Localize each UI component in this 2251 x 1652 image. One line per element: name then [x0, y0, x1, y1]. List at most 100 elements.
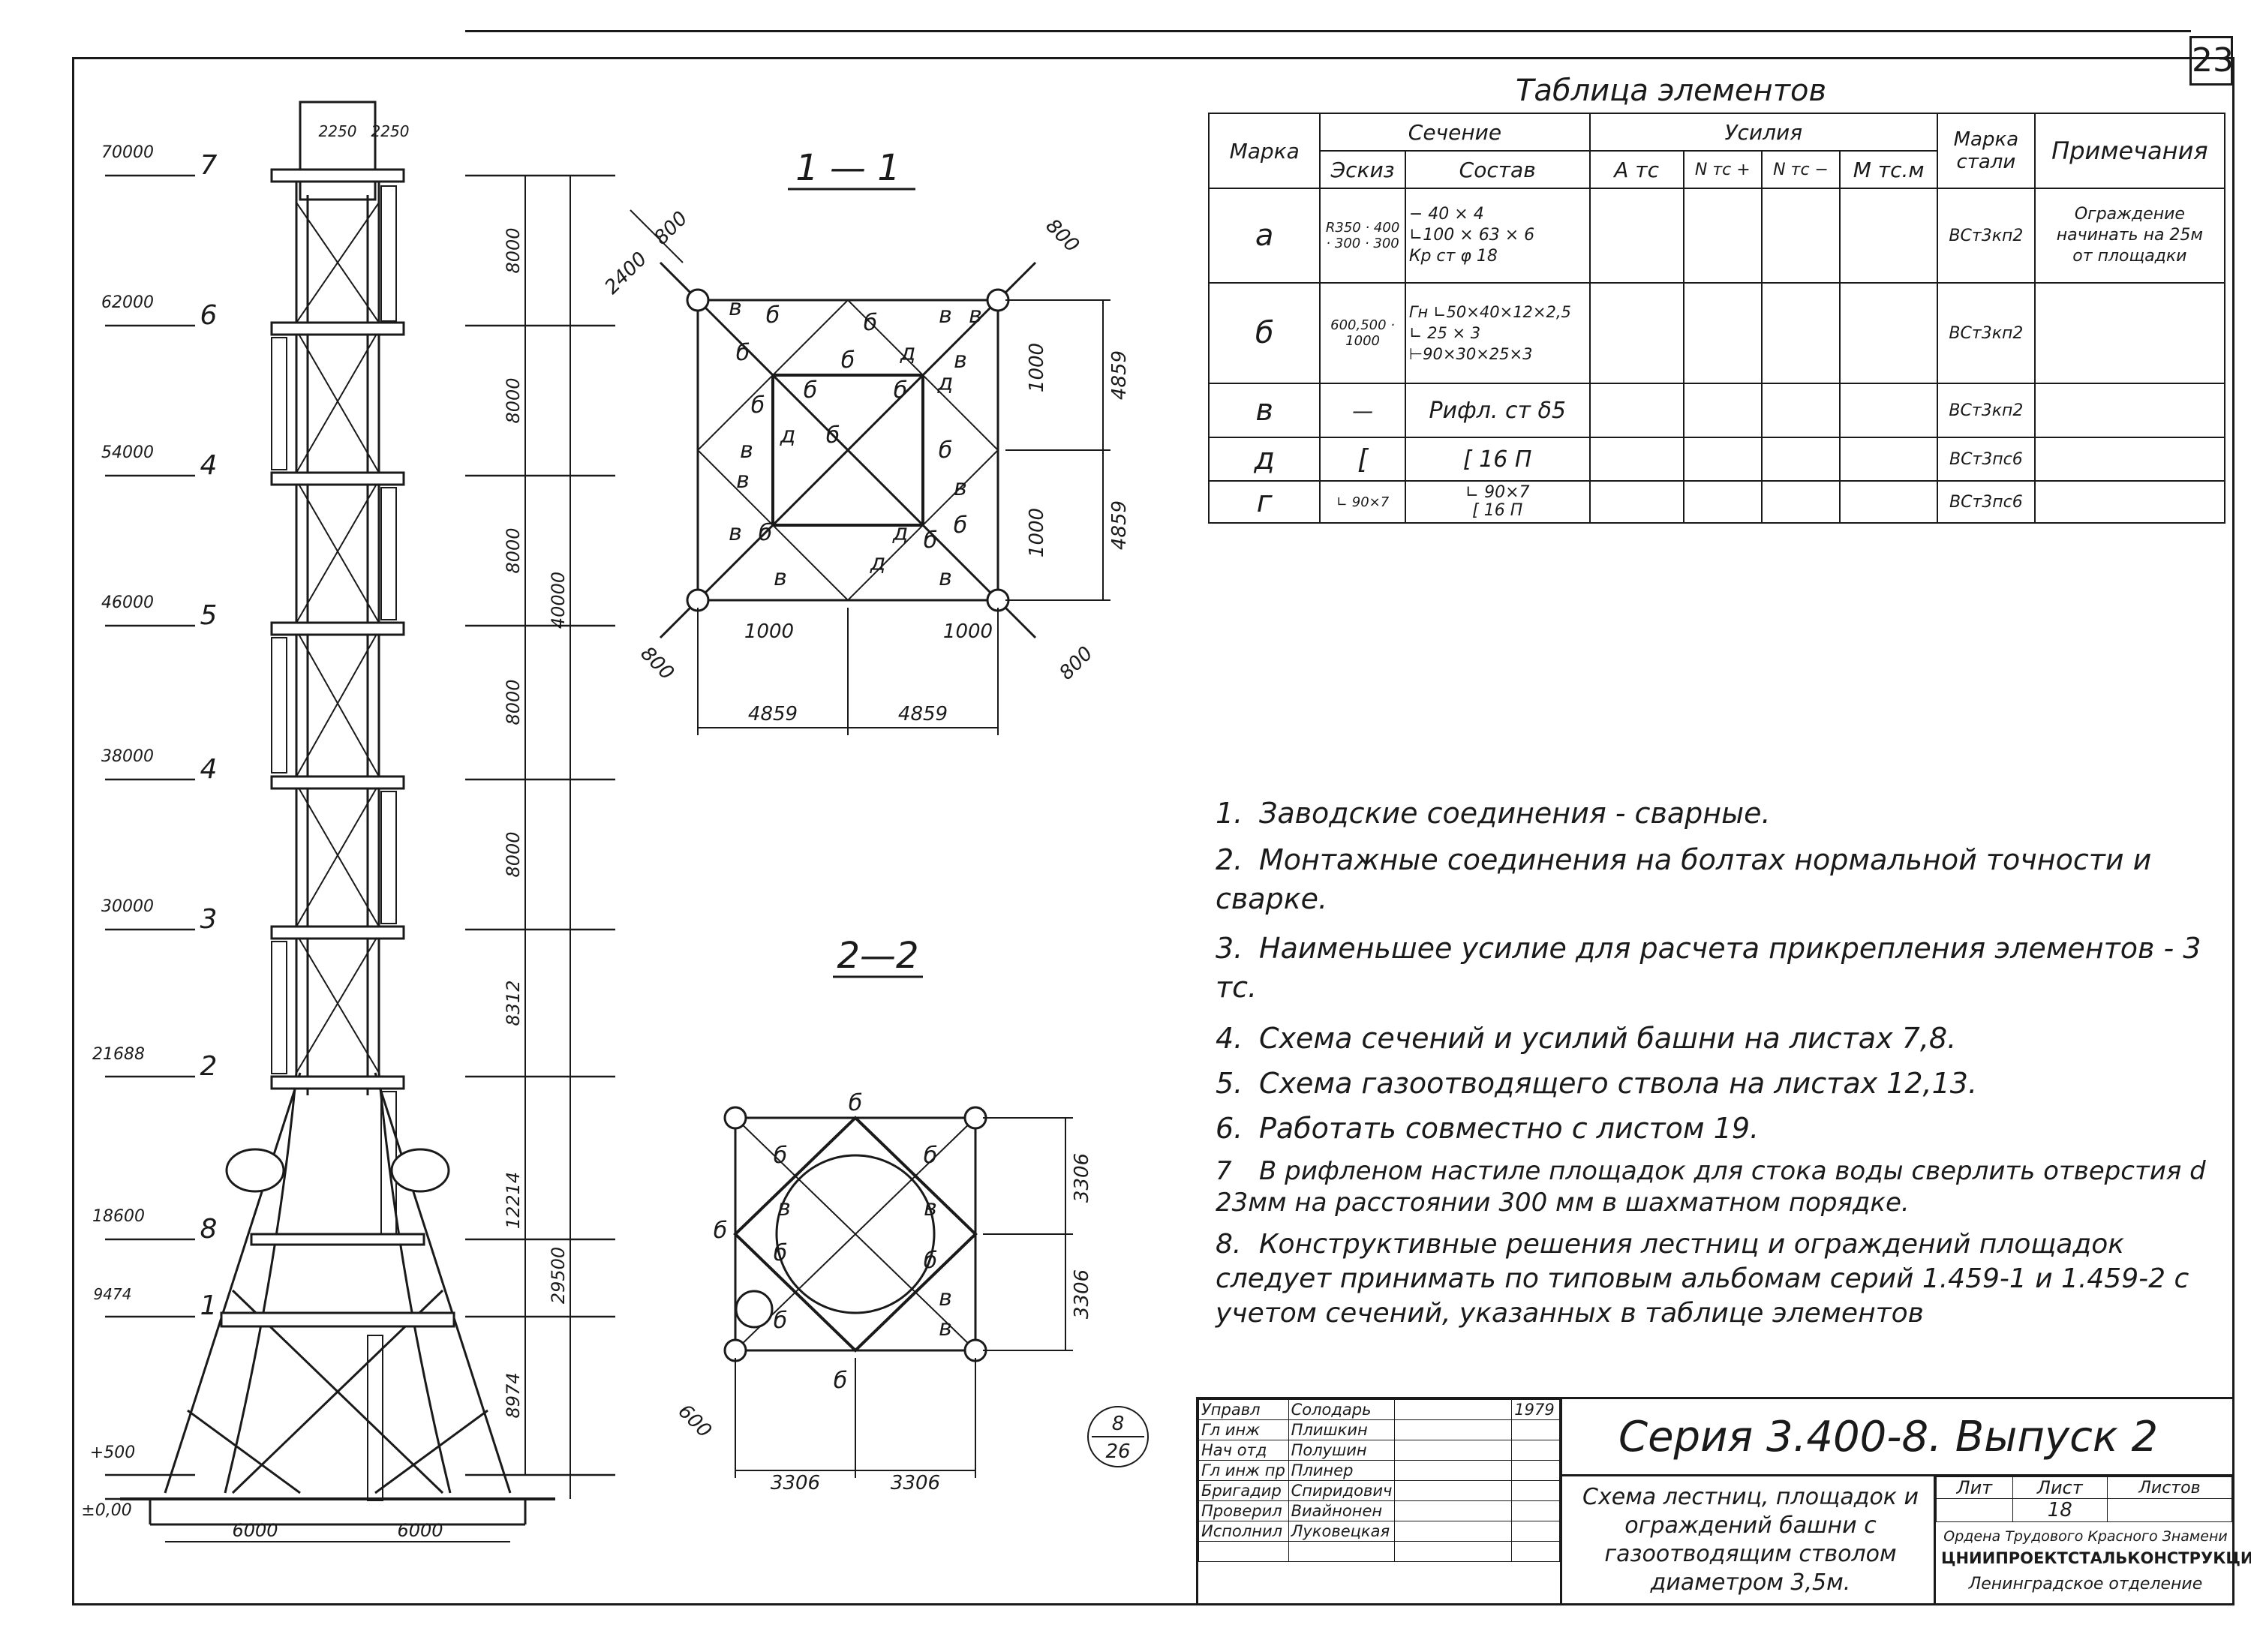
- row-a-mark: а: [1207, 188, 1321, 284]
- elev-9474: 9474: [94, 1285, 132, 1303]
- name-1: Плишкин: [1288, 1419, 1396, 1440]
- stamp-year: 1979: [1511, 1399, 1560, 1420]
- s1-mark-20: д: [892, 520, 909, 546]
- row-d-mark: д: [1207, 437, 1321, 482]
- s1-mark-16: б: [939, 437, 953, 464]
- elev-70000: 70000: [101, 143, 154, 162]
- s1-dim-4859b: 4859: [1108, 500, 1131, 550]
- s2-mark-4: в: [777, 1195, 791, 1221]
- role-5: Проверил: [1198, 1500, 1289, 1521]
- s2-dim-3306d: 3306: [1071, 1269, 1093, 1319]
- org-line-2: ЦНИИПРОЕКТСТАЛЬКОНСТРУКЦИЯ: [1941, 1549, 2251, 1567]
- note-2: 2.Монтажные соединения на болтах нормаль…: [1216, 843, 2152, 915]
- base-width-right: 6000: [397, 1520, 443, 1541]
- row-d-comp: [ 16 П: [1404, 437, 1591, 482]
- s1-mark-1: б: [766, 302, 780, 329]
- s1-dim-1000b: 1000: [1026, 508, 1048, 557]
- s1-mark-5: б: [736, 340, 750, 366]
- sheet-value: 18: [2012, 1498, 2108, 1522]
- elev-500: +500: [90, 1443, 135, 1462]
- s1-mark-17: в: [729, 520, 742, 546]
- s2-mark-2: б: [924, 1143, 938, 1169]
- role-0: Управл: [1198, 1399, 1289, 1420]
- s2-mark-6: б: [774, 1240, 788, 1266]
- hdr-forces: Усилия: [1588, 113, 1939, 152]
- row-g-comp-1: ∟ 90×7: [1465, 483, 1530, 502]
- height-1: 8000: [503, 227, 524, 273]
- s1-mark-7: в: [954, 347, 967, 374]
- note-8: 8.Конструктивные решения лестниц и ограж…: [1216, 1229, 2189, 1329]
- row-b-sketch: 600,500 · 1000: [1319, 282, 1406, 384]
- sheet-ref-top: 8: [1112, 1413, 1125, 1435]
- s2-mark-10: в: [939, 1315, 952, 1341]
- hdr-composition: Состав: [1404, 150, 1591, 189]
- role-4: Бригадир: [1198, 1480, 1289, 1501]
- s1-dim-800b: 800: [1041, 215, 1083, 257]
- section-mark-8: 8: [200, 1214, 218, 1245]
- row-b-mark: б: [1207, 282, 1321, 384]
- s1-mark-22: б: [954, 512, 968, 539]
- s2-mark-7: б: [924, 1248, 938, 1274]
- elev-46000: 46000: [101, 593, 154, 612]
- role-2: Нач отд: [1198, 1440, 1289, 1461]
- s1-dim-2400: 2400: [600, 248, 651, 299]
- sheet-label: Лист: [2012, 1476, 2108, 1499]
- height-6: 8312: [503, 980, 524, 1026]
- s1-mark-11: б: [894, 377, 908, 404]
- hdr-m: М тс.м: [1839, 150, 1938, 189]
- s1-dim-1000c: 1000: [744, 620, 794, 643]
- row-v-mark: в: [1207, 383, 1321, 438]
- section-mark-1: 1: [200, 1290, 218, 1321]
- row-b-comp-3: ⊢90×30×25×3: [1408, 345, 1533, 363]
- s1-dim-800c: 800: [636, 642, 678, 684]
- row-a-note-2: начинать на 25м: [2056, 226, 2204, 245]
- s2-mark-0: б: [849, 1090, 863, 1116]
- elev-18600: 18600: [92, 1207, 145, 1226]
- s1-mark-25: б: [826, 422, 840, 449]
- note-1: 1.Заводские соединения - сварные.: [1216, 797, 1771, 830]
- section-mark-7: 7: [200, 150, 218, 181]
- s1-dim-4859d: 4859: [898, 703, 948, 725]
- elements-table: Марка Сечение Усилия Марка стали Примеча…: [1207, 113, 2226, 524]
- hdr-a: А тс: [1588, 150, 1684, 189]
- sheets-label: Листов: [2106, 1476, 2233, 1499]
- hdr-section: Сечение: [1319, 113, 1591, 152]
- hdr-notes: Примечания: [2033, 113, 2226, 189]
- row-a-comp-3: Кр ст φ 18: [1408, 247, 1498, 266]
- s1-mark-13: в: [740, 437, 753, 464]
- role-1: Гл инж: [1198, 1419, 1289, 1440]
- elev-21688: 21688: [92, 1045, 145, 1064]
- note-4: 4.Схема сечений и усилий башни на листах…: [1216, 1022, 1957, 1055]
- elev-30000: 30000: [101, 897, 154, 916]
- s2-mark-1: б: [774, 1143, 788, 1169]
- s1-mark-23: д: [870, 550, 886, 576]
- section-1-1: 1 — 1 2400 800 800 1000: [600, 147, 1131, 735]
- table-title: Таблица элементов: [1516, 74, 1827, 108]
- s2-dim-3306c: 3306: [1071, 1153, 1093, 1203]
- section-2-2: 2—2 3306 3306 600 3306 3306 8 26 б б: [673, 935, 1149, 1494]
- elev-38000: 38000: [101, 747, 154, 766]
- s2-dim-3306b: 3306: [891, 1472, 940, 1494]
- name-5: Виайнонен: [1288, 1500, 1396, 1521]
- tower-elevation: 2250 2250 70000 62000 54000 46000 38000 …: [81, 101, 615, 1542]
- row-a-note-1: Ограждение: [2074, 205, 2185, 224]
- name-6: Луковецкая: [1288, 1521, 1396, 1542]
- s1-mark-14: в: [736, 467, 750, 494]
- role-3: Гл инж пр: [1198, 1460, 1289, 1481]
- org-line-1: Ордена Трудового Красного Знамени: [1943, 1528, 2228, 1545]
- s1-mark-10: д: [937, 370, 954, 396]
- s1-mark-15: д: [780, 422, 796, 449]
- s1-dim-4859a: 4859: [1108, 350, 1131, 400]
- hdr-n-plus: N тс +: [1682, 150, 1763, 189]
- note-3: 3.Наименьшее усилие для расчета прикрепл…: [1216, 932, 2201, 1004]
- sheet-ref-bottom: 26: [1105, 1440, 1130, 1463]
- row-g-sketch: ∟ 90×7: [1319, 480, 1406, 524]
- s1-mark-19: б: [759, 520, 773, 546]
- s1-dim-1000a: 1000: [1026, 343, 1048, 392]
- s1-mark-12: б: [751, 392, 765, 419]
- height-7: 12214: [503, 1172, 524, 1229]
- row-v-steel: ВСт3кп2: [1937, 383, 2036, 438]
